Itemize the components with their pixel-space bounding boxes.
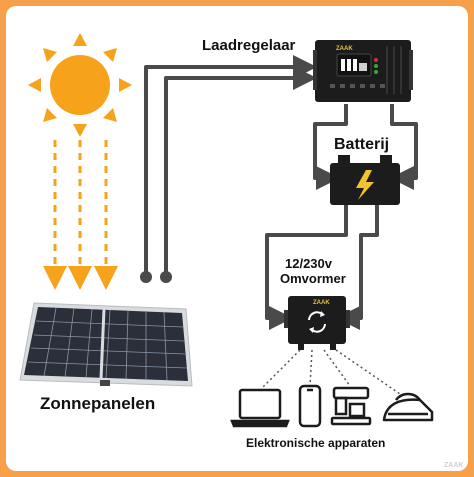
solar-panel-icon (19, 302, 193, 387)
inverter-icon (284, 296, 350, 350)
charge-controller-icon (313, 40, 413, 102)
devices-label: Elektronische apparaten (246, 436, 386, 450)
wire-terminals (140, 271, 172, 283)
watermark: ZAAK (444, 462, 464, 469)
smartphone-icon (298, 384, 322, 428)
inverter-label-line1: 12/230v (285, 256, 332, 271)
inverter-label-line2: Omvormer (280, 271, 346, 286)
wires (144, 55, 418, 330)
sun-rays (43, 140, 118, 290)
coffee-machine-icon (330, 386, 372, 426)
battery-icon (330, 155, 400, 205)
sun-icon (28, 33, 132, 137)
controller-logo: ZAAK (336, 46, 353, 52)
device-connections (261, 349, 401, 395)
battery-label: Batterij (334, 136, 390, 153)
laptop-icon (230, 388, 290, 428)
iron-icon (382, 392, 434, 422)
inverter-logo: ZAAK (313, 300, 330, 306)
solar-panels-label: Zonnepanelen (40, 394, 156, 413)
charge-controller-label: Laadregelaar (202, 37, 296, 54)
